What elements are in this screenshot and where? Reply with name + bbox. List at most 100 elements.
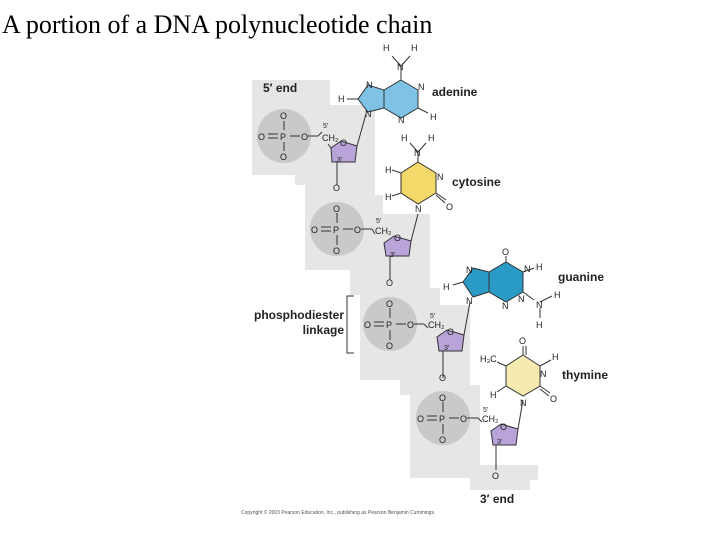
atom: H [428,133,435,143]
atom: O [492,471,499,481]
atom: N [397,62,404,72]
atom: 5′ [323,123,329,130]
cytosine-ring [400,161,437,205]
atom: O [301,132,308,142]
atom: 5′ [483,407,489,414]
phosphate-4 [416,391,470,445]
atom: O [439,393,446,403]
sugar-3 [436,329,465,352]
atom: N [540,369,547,379]
atom: N [365,109,372,119]
copyright-notice: Copyright © 2003 Pearson Education, Inc.… [241,509,435,516]
atom: H [411,43,418,53]
atom: O [280,152,287,162]
sugar-4 [490,423,519,446]
atom: N [366,80,373,90]
atom: CH₂ [428,320,445,330]
atom: H [490,390,497,400]
atom: O [502,247,509,257]
atom: O [386,341,393,351]
atom: N [520,398,527,408]
atom: 5′ [376,218,382,225]
thymine-label: thymine [562,368,608,382]
atom: O [439,435,446,445]
sugar-1 [330,140,358,163]
phosphate-1 [257,109,311,163]
atom: N [524,264,531,274]
phosphate-3 [363,297,417,351]
atom: CH₂ [322,133,339,143]
atom: O [386,278,393,288]
atom: 3′ [444,345,450,352]
atom: O [354,225,361,235]
atom: O [550,394,557,404]
atom: N [518,294,525,304]
atom: O [333,183,340,193]
atom: O [407,320,414,330]
linkage-label-line1: phosphodiester [254,308,344,322]
atom: P [280,132,286,142]
atom: H [383,43,390,53]
atom: H [536,320,543,330]
atom: 3′ [390,252,396,259]
adenine-ring-five [357,84,385,113]
five-prime-end-label: 5′ end [263,81,297,95]
guanine-ring-five [462,267,490,298]
adenine-ring-six [383,79,419,119]
atom: H [401,133,408,143]
atom: N [502,301,509,311]
atom: H [385,165,392,175]
atom: N [415,204,422,214]
atom: H₃C [480,354,497,364]
atom: O [364,320,371,330]
atom: 3′ [337,157,343,164]
backbone-background [252,80,538,490]
thymine-ring [505,354,541,397]
three-prime-end-label: 3′ end [480,492,514,506]
adenine-label: adenine [432,85,478,99]
atom: N [398,115,405,125]
atom: H [338,94,345,104]
slide-title: A portion of a DNA polynucleotide chain [2,10,433,39]
atom: 5′ [430,313,436,320]
cytosine-label: cytosine [452,175,501,189]
atom: 3′ [497,439,503,446]
atom: O [258,132,265,142]
atom: P [333,225,339,235]
phosphate-2 [310,202,364,256]
atom: CH₂ [482,414,499,424]
atom: O [500,422,507,432]
atom: O [333,204,340,214]
atom: H [385,192,392,202]
atom: O [439,373,446,383]
atom: O [311,225,318,235]
atom: O [394,233,401,243]
atom: N [414,148,421,158]
atom: O [280,111,287,121]
atom: N [466,265,473,275]
atom: O [417,414,424,424]
atom: N [536,300,543,310]
atom: H [554,290,561,300]
atom: N [466,296,473,306]
atom: O [460,414,467,424]
guanine-label: guanine [558,270,604,284]
atom: CH₂ [375,226,392,236]
atom: H [552,352,559,362]
sugar-2 [383,235,412,257]
atom: P [439,414,445,424]
linkage-bracket [346,295,354,354]
atom: O [519,336,526,346]
atom: O [340,138,347,148]
atom: H [430,112,437,122]
linkage-label-line2: linkage [303,323,345,337]
atom: O [447,327,454,337]
atom: O [333,246,340,256]
atom: H [443,282,450,292]
atom: N [418,82,425,92]
atom: O [386,299,393,309]
atom: N [437,172,444,182]
atom: H [536,262,543,272]
atom: O [446,202,453,212]
